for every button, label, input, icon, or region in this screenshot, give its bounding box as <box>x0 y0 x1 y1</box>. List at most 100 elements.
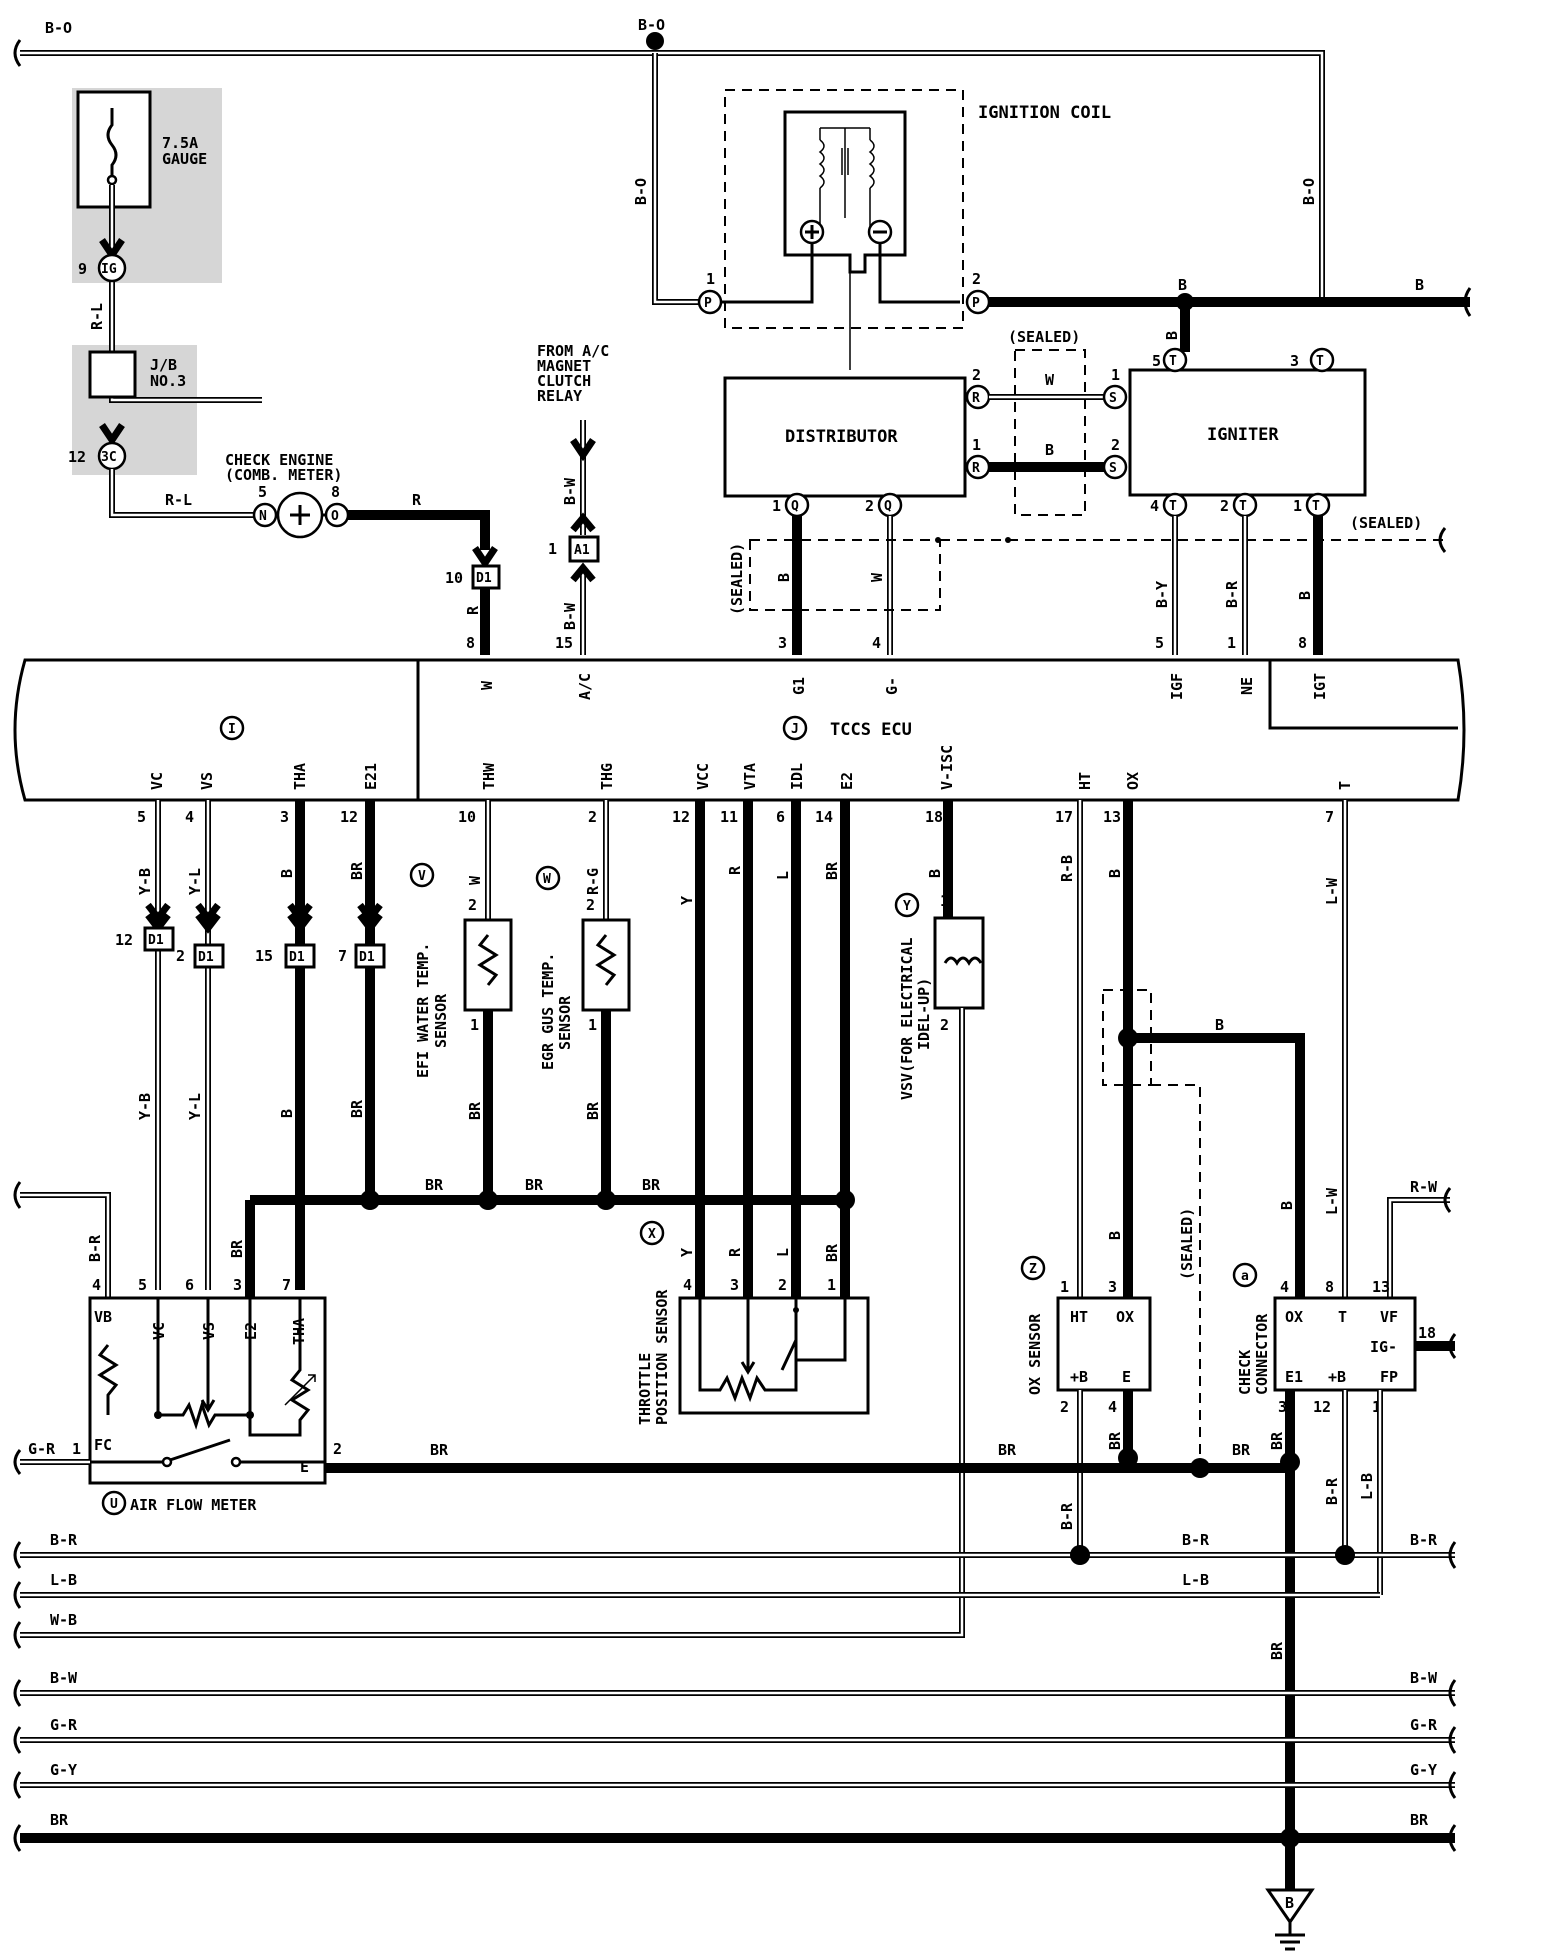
jb-no3 <box>88 350 137 399</box>
label-b-dist: B <box>1045 441 1054 459</box>
ecu-marker-i <box>219 715 245 741</box>
connector-d1-15 <box>284 943 316 969</box>
ecu-term-ac: A/C <box>576 673 594 700</box>
label-g-r-fc: G-R <box>28 1440 56 1458</box>
bus-g-y-label: G-Y <box>50 1761 77 1779</box>
pin-thg-2: 2 <box>586 896 595 914</box>
pin-dist-q1: 1 <box>772 497 781 515</box>
bus-b-r-label: B-R <box>50 1531 78 1549</box>
pin-ecu-vta: 11 <box>720 808 738 826</box>
label-l-idl: L <box>774 871 792 880</box>
check-connector-ig: IG- <box>1370 1338 1397 1356</box>
check-connector-marker <box>1232 1262 1258 1288</box>
ground-symbol <box>1265 1888 1315 1925</box>
label-l-b-check: L-B <box>1358 1473 1376 1500</box>
label-br-e-right: BR <box>1232 1441 1251 1459</box>
bus-l-b-label: L-B <box>50 1571 77 1589</box>
connector-d1-12-label: D1 <box>148 933 164 948</box>
connector-d1-10-label: D1 <box>476 571 492 586</box>
ox-sensor-marker <box>1020 1255 1046 1281</box>
connector-s2-label: S <box>1109 461 1117 476</box>
ecu-term-ht: HT <box>1076 772 1094 790</box>
from-ac-line2: MAGNET <box>537 357 591 375</box>
pin-ign-s1: 1 <box>1111 366 1120 384</box>
bus-w-b-label: W-B <box>50 1611 77 1629</box>
connector-t1-label: T <box>1312 499 1320 514</box>
label-br-ground: BR <box>1268 1641 1286 1660</box>
from-ac-line4: RELAY <box>537 387 582 405</box>
pin-ecu-tha: 3 <box>280 808 289 826</box>
fuse-rating: 7.5A <box>162 134 198 152</box>
pin-3c: 12 <box>68 448 86 466</box>
pin-a1: 1 <box>548 540 557 558</box>
connector-r1-label: R <box>972 461 980 476</box>
pin-tps-2: 2 <box>778 1276 787 1294</box>
label-y-b-top: Y-B <box>136 868 154 895</box>
label-br-e2: BR <box>823 861 841 880</box>
afm-marker <box>101 1490 127 1516</box>
bus-l-b-mid-label: L-B <box>1182 1571 1209 1589</box>
ox-sensor-marker-label: Z <box>1029 1262 1037 1277</box>
ecu-term-vs: VS <box>198 772 216 790</box>
label-br-e21-top: BR <box>348 861 366 880</box>
connector-t2-label: T <box>1239 499 1247 514</box>
connector-d1-12 <box>143 926 175 952</box>
pin-cc-18: 18 <box>1418 1324 1436 1342</box>
sealed-b-boundary <box>749 539 941 611</box>
label-r-w-right: R-W <box>1410 1178 1438 1196</box>
ecu-term-thw: THW <box>480 762 498 790</box>
label-b-w-2: B-W <box>561 602 579 630</box>
pin-thw-1: 1 <box>470 1016 479 1034</box>
ecu-term-e2: E2 <box>838 772 856 790</box>
jb-line1: J/B <box>150 356 177 374</box>
label-br-tps: BR <box>823 1243 841 1262</box>
vsv-marker-label: Y <box>903 899 911 914</box>
ecu-term-igf: IGF <box>1168 673 1186 700</box>
label-l-w-t: L-W <box>1323 877 1341 905</box>
connector-t5 <box>1162 347 1188 373</box>
distributor-title: DISTRIBUTOR <box>785 427 898 447</box>
label-r-l-2: R-L <box>165 491 192 509</box>
check-connector-pb: +B <box>1328 1368 1346 1386</box>
afm-marker-label: U <box>110 1497 118 1512</box>
label-b-r-check: B-R <box>1323 1477 1341 1505</box>
pin-ecu-ne: 1 <box>1227 634 1236 652</box>
pin-ecu-v-isc: 18 <box>925 808 943 826</box>
ecu-term-tha: THA <box>291 763 309 790</box>
pin-afm-1: 1 <box>72 1440 81 1458</box>
label-b-ox-branch: B <box>1215 1016 1224 1034</box>
bus-b-r-mid-label: B-R <box>1182 1531 1210 1549</box>
pin-ign-s2: 2 <box>1111 436 1120 454</box>
ignition-coil-boundary <box>724 89 964 329</box>
label-b-tha-top: B <box>278 869 296 878</box>
sealed-a: (SEALED) <box>1008 328 1080 346</box>
pin-ecu-thw: 10 <box>458 808 476 826</box>
throttle-line2: POSITION SENSOR <box>653 1289 671 1425</box>
connector-p1-label: P <box>704 296 712 311</box>
pin-ecu-igt: 8 <box>1298 634 1307 652</box>
pin-ecu-igf: 5 <box>1155 634 1164 652</box>
ecu-term-ne: NE <box>1238 677 1256 695</box>
efi-water-line2: SENSOR <box>432 993 450 1048</box>
bus-br-label: BR <box>50 1811 69 1829</box>
label-y-vcc: Y <box>678 896 696 905</box>
ox-sensor-ht: HT <box>1070 1308 1088 1326</box>
label-b-y: B-Y <box>1153 581 1171 608</box>
vsv-marker <box>894 892 920 918</box>
label-b-o-drop: B-O <box>632 178 650 205</box>
label-br-check-e1: BR <box>1268 1431 1286 1450</box>
pin-thg-1: 1 <box>588 1016 597 1034</box>
connector-q2-label: Q <box>884 499 892 514</box>
connector-s2 <box>1102 454 1128 480</box>
pin-ign-t1: 1 <box>1293 497 1302 515</box>
vsv-line2: IDEL-UP) <box>915 978 933 1050</box>
ignition-coil <box>700 110 960 370</box>
throttle-line1: THROTTLE <box>636 1353 654 1425</box>
bus-g-y <box>13 1771 1457 1799</box>
check-connector-vf: VF <box>1380 1308 1398 1326</box>
pin-ecu-e2: 14 <box>815 808 833 826</box>
pin-p1: 1 <box>706 270 715 288</box>
pin-afm-7: 7 <box>282 1276 291 1294</box>
connector-p2-label: P <box>972 296 980 311</box>
egr-gas-line1: EGR GUS TEMP. <box>539 953 557 1070</box>
